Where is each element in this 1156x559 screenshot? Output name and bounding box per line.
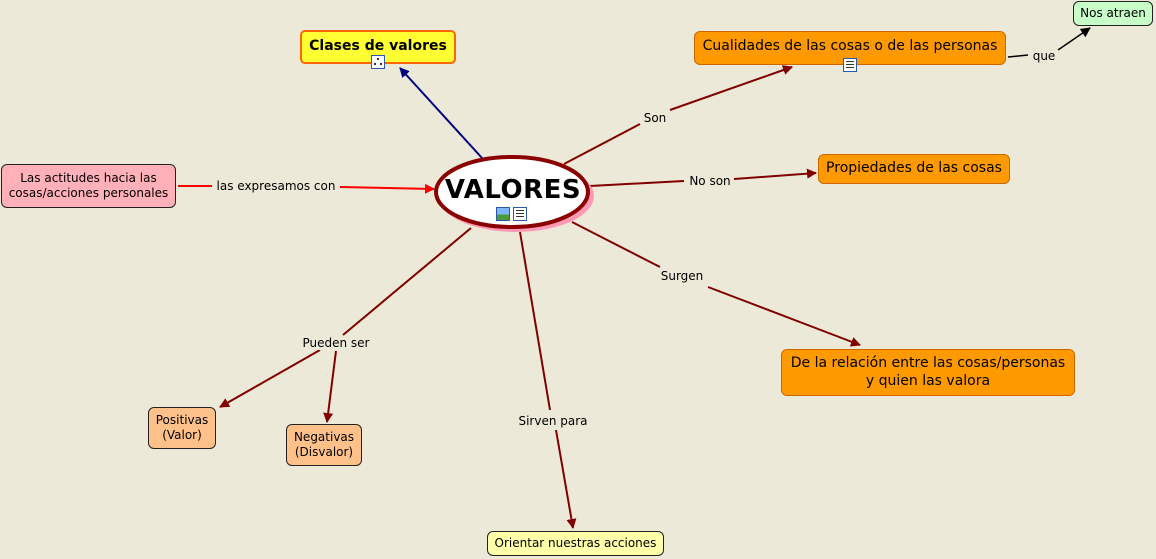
link-expresamos-valores (339, 183, 435, 194)
label-que: que (1030, 49, 1058, 63)
label-no-son: No son (687, 174, 733, 188)
node-actitudes-line1: Las actitudes hacia las (20, 171, 157, 185)
node-actitudes[interactable]: Las actitudes hacia las cosas/acciones p… (1, 164, 176, 208)
node-propiedades-label: Propiedades de las cosas (826, 160, 1002, 177)
node-relacion-line2: y quien las valora (865, 372, 991, 389)
concept-map-icon[interactable] (371, 55, 385, 69)
link-sirvenpara-orientar (555, 429, 577, 529)
label-sirven-para: Sirven para (516, 414, 590, 428)
node-relacion-line1: De la relación entre las cosas/personas (790, 355, 1066, 371)
label-las-expresamos-con: las expresamos con (214, 179, 338, 193)
link-valores-sirvenpara (519, 231, 551, 411)
link-noson-propiedades (733, 168, 817, 180)
node-orientar[interactable]: Orientar nuestras acciones (487, 531, 664, 556)
node-cualidades-label: Cualidades de las cosas o de las persona… (702, 38, 998, 54)
label-surgen: Surgen (658, 269, 706, 283)
node-orientar-label: Orientar nuestras acciones (494, 536, 657, 550)
link-puedenser-negativas (323, 350, 337, 423)
node-propiedades[interactable]: Propiedades de las cosas (818, 154, 1010, 184)
label-son: Son (641, 111, 669, 125)
link-puedenser-positivas (219, 349, 321, 408)
link-valores-noson (589, 180, 685, 187)
link-que-nosatraen (1057, 27, 1091, 51)
node-relacion[interactable]: De la relación entre las cosas/personas … (781, 349, 1075, 396)
node-nos-atraen-label: Nos atraen (1080, 6, 1146, 20)
node-negativas-line1: Negativas (293, 430, 355, 444)
label-pueden-ser: Pueden ser (300, 336, 372, 350)
node-actitudes-line2: cosas/acciones personales (8, 186, 169, 200)
image-icon[interactable] (496, 207, 510, 221)
link-valores-surgen (571, 221, 661, 268)
link-valores-puedenser (342, 227, 472, 336)
valores-title: VALORES (444, 175, 582, 205)
link-surgen-relacion (707, 286, 861, 347)
node-positivas[interactable]: Positivas (Valor) (148, 407, 216, 449)
node-negativas-line2: (Disvalor) (294, 445, 354, 459)
link-cualidades-que (1007, 54, 1029, 58)
node-nos-atraen[interactable]: Nos atraen (1073, 1, 1153, 26)
link-valores-son (563, 123, 641, 165)
node-positivas-line2: (Valor) (162, 428, 202, 442)
link-son-cualidades (669, 65, 793, 111)
node-negativas[interactable]: Negativas (Disvalor) (286, 424, 362, 466)
document-icon[interactable] (513, 207, 527, 221)
valores-node[interactable] (434, 155, 590, 229)
node-positivas-line1: Positivas (155, 413, 209, 427)
document-icon[interactable] (843, 58, 857, 72)
node-clases-de-valores[interactable]: Clases de valores (300, 30, 456, 64)
link-valores-clases (399, 67, 483, 159)
node-clases-de-valores-label: Clases de valores (309, 38, 447, 55)
